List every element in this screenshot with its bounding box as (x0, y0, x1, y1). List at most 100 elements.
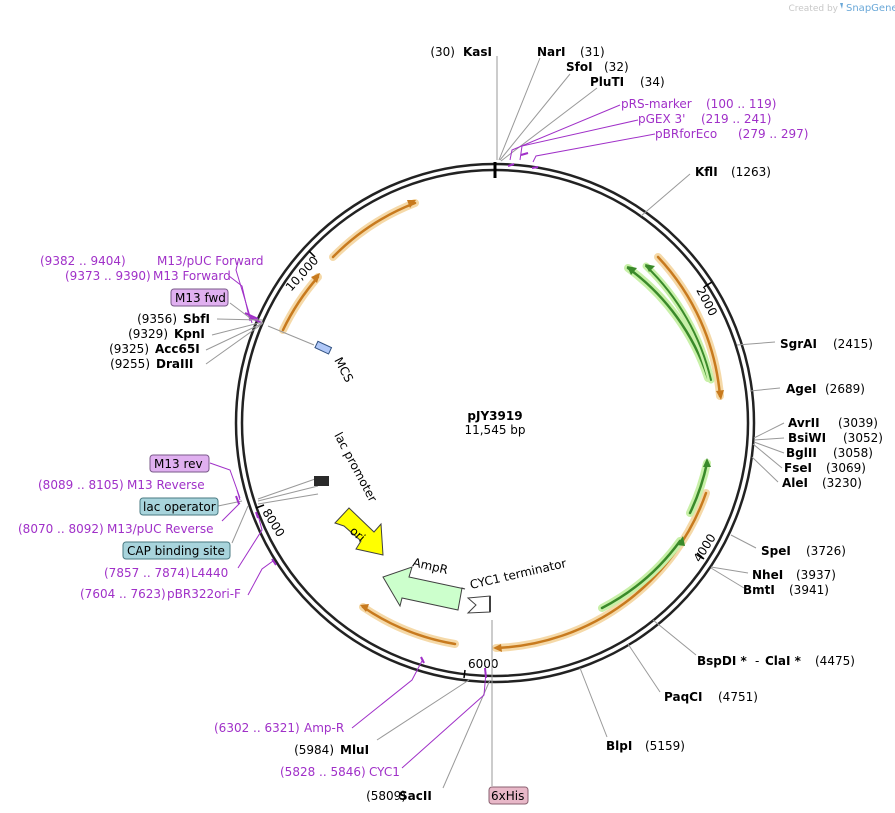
site-line (753, 422, 785, 439)
cyc1-terminator-shape (466, 595, 491, 614)
arrowhead (360, 604, 369, 612)
primer-mark (520, 152, 529, 156)
ruler-tick-6000 (463, 669, 466, 679)
enzyme-name: DraIII (156, 357, 193, 371)
site-line (205, 323, 263, 365)
enzyme-name: AgeI (786, 382, 816, 396)
primer-name: pRS-marker (621, 97, 692, 111)
feature-arc-halo (359, 603, 459, 648)
enzyme-name: Acc65I (155, 342, 200, 356)
ampr-label: AmpR (411, 555, 449, 577)
primer-line (237, 514, 263, 569)
enzyme-name: KasI (463, 45, 492, 59)
snapgene-logo-icon (840, 3, 843, 9)
primer-pos: (8089 .. 8105) (38, 478, 124, 492)
primer-pos: (5828 .. 5846) (280, 765, 366, 779)
site-line (499, 73, 571, 161)
enzyme-pos: (3052) (843, 431, 883, 445)
enzyme-name: AleI (782, 476, 808, 490)
mcs-label: MCS (331, 355, 356, 385)
inner-features: MCS lac promoter ori AmpR CYC1 terminato… (257, 325, 568, 614)
enzyme-pos: (2415) (833, 337, 873, 351)
site-line (752, 443, 783, 469)
primer-line (236, 489, 241, 501)
his-tag-box (488, 786, 529, 805)
enzyme-pos: (4751) (718, 690, 758, 704)
enzyme-name: SacII (399, 789, 432, 803)
site-line (749, 387, 781, 392)
primer-line (228, 275, 251, 322)
primer-mark (420, 656, 425, 664)
enzyme-name: PluTI (590, 75, 624, 89)
plasmid-length: 11,545 bp (464, 423, 525, 437)
primer-name: CYC1 (369, 765, 400, 779)
m13-fwd-box (170, 288, 229, 307)
enzyme-pos: (3230) (822, 476, 862, 490)
primer-mark (484, 667, 487, 679)
site-line (442, 679, 491, 789)
arrowhead (703, 458, 711, 467)
lac-promoter-box (314, 476, 329, 486)
ruler: 2000 4000 6000 8000 10,000 (255, 250, 720, 679)
primer-name: M13 Forward (153, 269, 231, 283)
primer-line (519, 119, 639, 161)
enzyme-name: BmtI (743, 583, 775, 597)
enzyme-pos: (3726) (806, 544, 846, 558)
primer-name: pBRforEco (655, 127, 717, 141)
arrowhead (645, 264, 655, 272)
enzyme-name: NarI (537, 45, 566, 59)
lac-promoter-line (257, 493, 319, 505)
primer-name: pBR322ori-F (167, 587, 241, 601)
primer-pos: (9382 .. 9404) (40, 254, 126, 268)
feature-arc (600, 539, 682, 610)
enzyme-pos: (9255) (110, 357, 150, 371)
primer-line (247, 560, 274, 596)
enzyme-name: FseI (784, 461, 812, 475)
enzyme-pos: (3058) (833, 446, 873, 460)
primer-name: pGEX 3' (638, 112, 685, 126)
m13-rev-box (149, 454, 210, 473)
site-line (498, 57, 541, 161)
plasmid-name: pJY3919 (467, 409, 522, 423)
enzyme-name: BspDI * (697, 654, 747, 668)
enzyme-pos: (5809) (366, 789, 406, 803)
enzyme-pos: (5159) (645, 739, 685, 753)
primer-line (351, 658, 424, 729)
enzyme-name: SpeI (761, 544, 791, 558)
enzyme-pos: (9325) (109, 342, 149, 356)
lac-promoter-label: lac promoter (331, 430, 379, 504)
feature-arc (626, 266, 710, 380)
site-line (710, 566, 749, 574)
primer-name: M13/pUC Forward (157, 254, 264, 268)
enzyme-name: SbfI (183, 312, 210, 326)
enzyme-name: PaqCI (664, 690, 702, 704)
enzyme-pos: (5984) (294, 743, 334, 757)
ruler-tick-4000 (696, 552, 705, 560)
site-line (216, 318, 264, 321)
primer-line (532, 133, 656, 163)
feature-arc (331, 201, 417, 259)
enzyme-pos: (9356) (137, 312, 177, 326)
ruler-tick-2000 (703, 281, 713, 288)
primer-name: L4440 (191, 566, 228, 580)
enzyme-pos: (32) (604, 60, 629, 74)
primer-pos: (279 .. 297) (738, 127, 808, 141)
ori-arrow (334, 507, 384, 556)
top-enzymes: (30) KasI NarI (31) SfoI (32) PluTI (34) (430, 45, 665, 162)
site-line (652, 619, 697, 656)
site-line (211, 321, 264, 336)
primer-name: Amp-R (304, 721, 344, 735)
enzyme-name: KpnI (174, 327, 205, 341)
primer-mark (507, 163, 515, 167)
site-line (736, 341, 776, 346)
arrowhead (677, 536, 685, 546)
primer-pos: (219 .. 241) (701, 112, 771, 126)
left-sites: (9382 .. 9404) M13/pUC Forward (9373 .. … (18, 254, 277, 601)
enzyme-name: KflI (695, 165, 718, 179)
ruler-tick-10000 (308, 250, 316, 258)
primer-pos: (8070 .. 8092) (18, 522, 104, 536)
enzyme-pos: (2689) (825, 382, 865, 396)
cyc1-label: CYC1 terminator (469, 556, 568, 592)
enzyme-pos: (3937) (796, 568, 836, 582)
